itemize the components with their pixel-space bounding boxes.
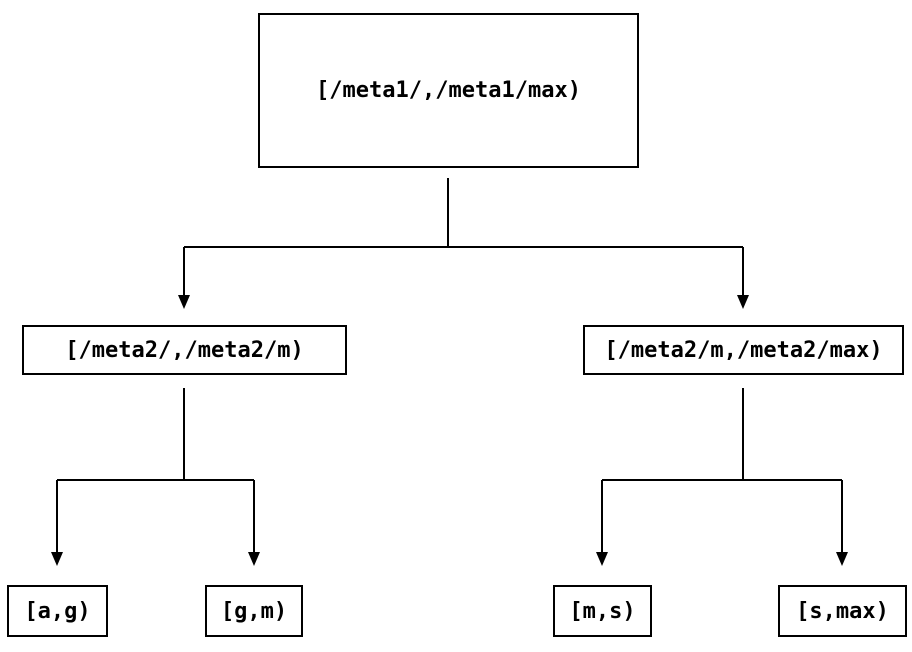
node-leaf-m-s-label: [m,s) bbox=[569, 598, 636, 624]
arrowhead-icon bbox=[51, 552, 63, 566]
node-meta2-high-label: [/meta2/m,/meta2/max) bbox=[604, 337, 883, 363]
node-meta2-low-label: [/meta2/,/meta2/m) bbox=[65, 337, 304, 363]
node-leaf-g-m-label: [g,m) bbox=[220, 598, 288, 624]
node-leaf-a-g-label: [a,g) bbox=[24, 598, 91, 624]
arrowhead-icon bbox=[248, 552, 260, 566]
node-leaf-g-m: [g,m) bbox=[205, 585, 303, 637]
node-leaf-m-s: [m,s) bbox=[553, 585, 652, 637]
arrowhead-icon bbox=[178, 295, 190, 309]
arrowhead-icon bbox=[836, 552, 848, 566]
node-meta2-low: [/meta2/,/meta2/m) bbox=[22, 325, 347, 375]
node-leaf-s-max-label: [s,max) bbox=[796, 598, 889, 624]
node-leaf-s-max: [s,max) bbox=[778, 585, 907, 637]
node-leaf-a-g: [a,g) bbox=[7, 585, 108, 637]
arrowhead-icon bbox=[596, 552, 608, 566]
arrowhead-icon bbox=[737, 295, 749, 309]
node-meta2-high: [/meta2/m,/meta2/max) bbox=[583, 325, 904, 375]
node-root: [/meta1/,/meta1/max) bbox=[258, 13, 639, 168]
node-root-label: [/meta1/,/meta1/max) bbox=[316, 78, 581, 103]
